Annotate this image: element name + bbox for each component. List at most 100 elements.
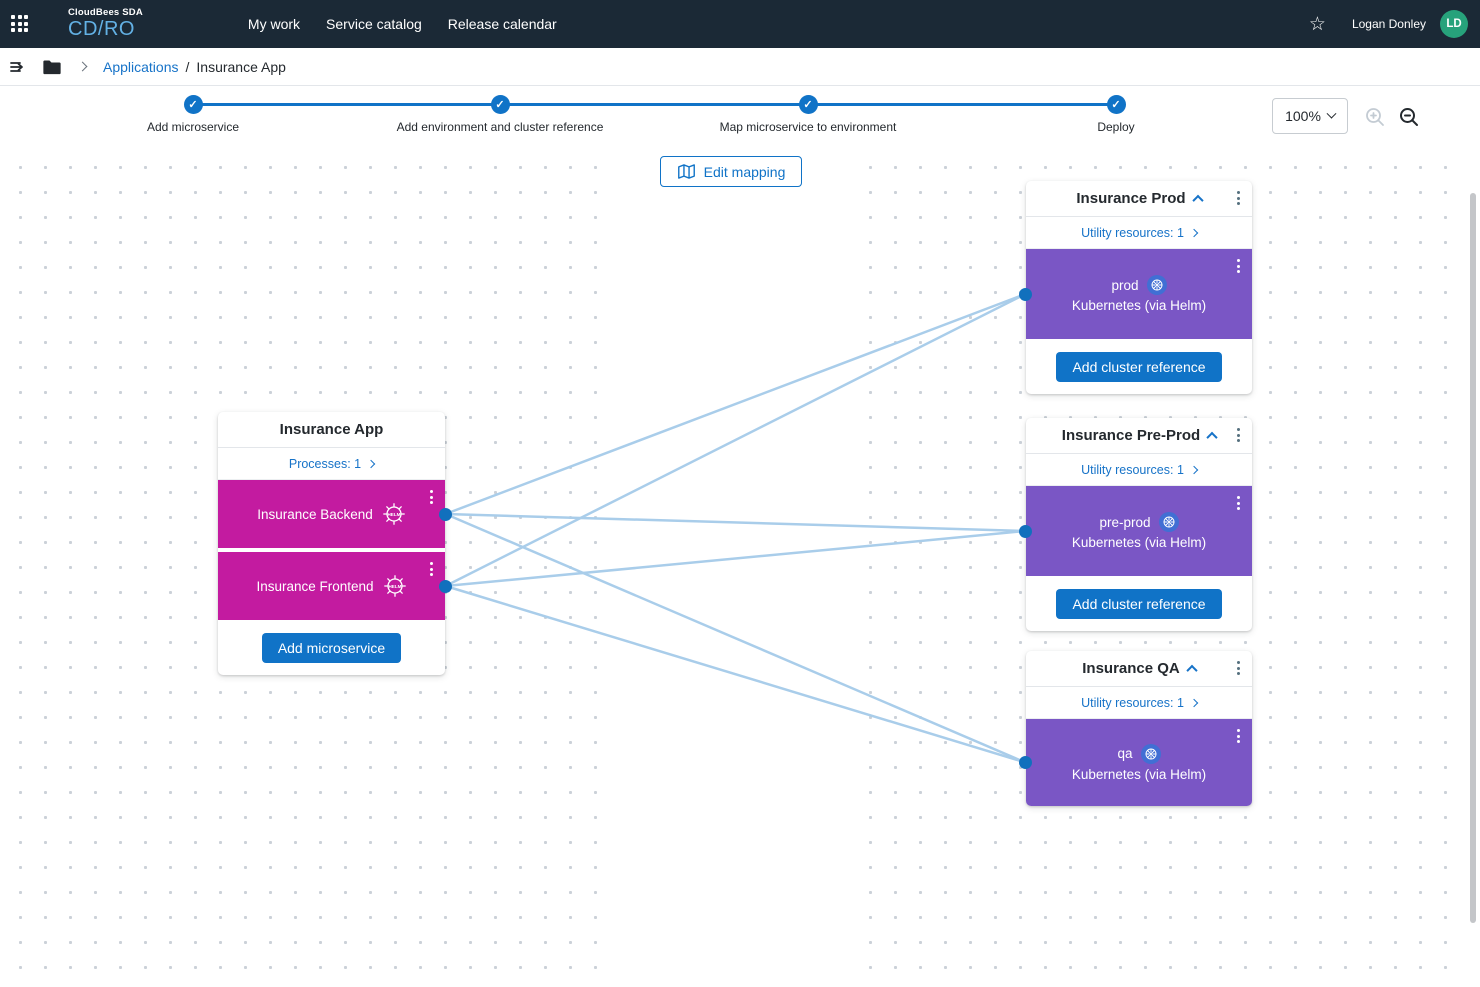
stepper-step-4-label: Deploy [1097,120,1135,134]
stepper-track [193,103,1116,106]
user-name[interactable]: Logan Donley [1351,17,1426,31]
collapse-chevron-icon[interactable] [1191,194,1204,206]
expand-sidebar-icon[interactable] [8,57,28,77]
kebab-menu-icon[interactable] [1235,426,1242,444]
check-icon: ✓ [188,99,198,111]
kebab-menu-icon[interactable] [428,560,435,578]
vertical-scrollbar[interactable] [1470,193,1476,923]
product-suite-label: CloudBees SDA [68,6,143,18]
kebab-menu-icon[interactable] [1235,189,1242,207]
breadcrumb-separator: / [185,58,190,75]
kebab-menu-icon[interactable] [428,488,435,506]
cluster-block-qa[interactable]: qa Kubernetes (via Helm) [1019,719,1252,806]
connection-dot[interactable] [439,579,452,593]
kubernetes-icon [1146,275,1167,295]
environment-card-insurance-qa: Insurance QA Utility resources: 1 qa Kub… [1019,651,1252,806]
stepper-step-3-icon[interactable]: ✓ [798,95,818,114]
breadcrumb-link-applications[interactable]: Applications [103,58,179,75]
nav-item-service-catalog[interactable]: Service catalog [326,16,422,32]
microservice-name: Insurance Frontend [256,578,374,594]
environment-title: Insurance Prod [1076,190,1186,207]
zoom-in-icon[interactable] [1364,106,1386,128]
utility-resources-label: Utility resources: 1 [1081,462,1184,477]
mapping-canvas[interactable]: ✓ ✓ ✓ ✓ Add microservice Add environment… [0,86,1480,987]
check-icon: ✓ [1111,99,1121,111]
kebab-menu-icon[interactable] [1235,659,1242,677]
collapse-chevron-icon[interactable] [1186,664,1198,676]
stepper-step-1-label: Add microservice [146,120,240,134]
zoom-level-value: 100% [1285,108,1321,124]
breadcrumb-chevron-icon [77,61,88,72]
connection-dot[interactable] [1019,524,1032,538]
svg-text:HELM: HELM [387,512,400,517]
add-microservice-button[interactable]: Add microservice [261,633,402,663]
add-cluster-reference-button[interactable]: Add cluster reference [1056,352,1222,382]
cluster-name: prod [1111,277,1139,293]
stepper-step-4-icon[interactable]: ✓ [1106,95,1126,114]
zoom-out-icon[interactable] [1398,106,1420,128]
connection-dot[interactable] [1019,756,1032,769]
chevron-right-icon [366,459,376,468]
chevron-down-icon [1326,108,1337,119]
kubernetes-icon [1158,512,1179,532]
processes-link-label: Processes: 1 [288,456,362,471]
check-icon: ✓ [803,99,813,111]
kebab-menu-icon[interactable] [1235,727,1242,745]
utility-resources-label: Utility resources: 1 [1081,695,1184,710]
microservice-name: Insurance Backend [257,506,373,522]
utility-resources-link[interactable]: Utility resources: 1 [1026,687,1252,719]
utility-resources-label: Utility resources: 1 [1081,225,1184,240]
check-icon: ✓ [495,99,505,111]
product-logo[interactable]: CloudBees SDA CD/RO [68,6,143,41]
collapse-chevron-icon[interactable] [1206,431,1218,443]
stepper-step-3-label: Map microservice to environment [719,120,897,134]
processes-link[interactable]: Processes: 1 [218,448,445,480]
favorites-star-icon[interactable]: ☆ [1308,13,1326,35]
kebab-menu-icon[interactable] [1235,257,1242,275]
cluster-type: Kubernetes (via Helm) [1071,766,1207,782]
zoom-level-select[interactable]: 100% [1272,98,1348,134]
cluster-type: Kubernetes (via Helm) [1071,298,1207,313]
svg-text:HELM: HELM [388,584,401,589]
map-icon [677,164,695,179]
application-card: Insurance App Processes: 1 Insurance Bac… [218,412,452,675]
add-cluster-reference-button[interactable]: Add cluster reference [1056,589,1222,619]
folder-icon[interactable] [42,58,62,76]
top-navigation: My work Service catalog Release calendar [248,10,557,38]
connection-dot[interactable] [439,507,452,521]
chevron-right-icon [1189,465,1199,474]
breadcrumb-current-page: Insurance App [196,58,286,75]
chevron-right-icon [1189,228,1199,237]
cluster-type: Kubernetes (via Helm) [1071,535,1207,550]
cluster-block-prod[interactable]: prod Kubernetes (via Helm) [1019,249,1252,339]
cluster-block-pre-prod[interactable]: pre-prod Kubernetes (via Helm) [1019,486,1252,576]
helm-icon: HELM [382,503,405,525]
edit-mapping-button[interactable]: Edit mapping [660,156,802,187]
application-card-header: Insurance App [218,412,445,448]
environment-card-insurance-pre-prod: Insurance Pre-Prod Utility resources: 1 … [1019,418,1252,631]
canvas-dot-grid-gap [608,145,852,979]
helm-icon: HELM [383,575,406,597]
product-name-label: CD/RO [68,18,135,41]
stepper-step-1-icon[interactable]: ✓ [183,95,203,114]
edit-mapping-label: Edit mapping [703,163,786,180]
waffle-menu-icon[interactable] [10,14,30,34]
app-header: CloudBees SDA CD/RO My work Service cata… [0,0,1480,48]
nav-item-my-work[interactable]: My work [247,16,301,32]
kubernetes-icon [1140,743,1161,764]
header-right: ☆ Logan Donley LD [1309,10,1468,38]
kebab-menu-icon[interactable] [1235,494,1242,512]
stepper-step-2-icon[interactable]: ✓ [490,95,510,114]
breadcrumb: Applications / Insurance App [0,48,1480,86]
application-title: Insurance App [279,421,384,438]
connection-dot[interactable] [1019,287,1032,301]
microservice-block-insurance-backend[interactable]: Insurance Backend HELM [218,480,452,548]
environment-card-insurance-prod: Insurance Prod Utility resources: 1 prod… [1019,181,1252,394]
avatar[interactable]: LD [1440,10,1468,38]
environment-title: Insurance QA [1082,660,1180,677]
nav-item-release-calendar[interactable]: Release calendar [447,16,557,32]
chevron-right-icon [1189,698,1199,707]
utility-resources-link[interactable]: Utility resources: 1 [1026,217,1252,249]
microservice-block-insurance-frontend[interactable]: Insurance Frontend HELM [218,552,452,620]
utility-resources-link[interactable]: Utility resources: 1 [1026,454,1252,486]
